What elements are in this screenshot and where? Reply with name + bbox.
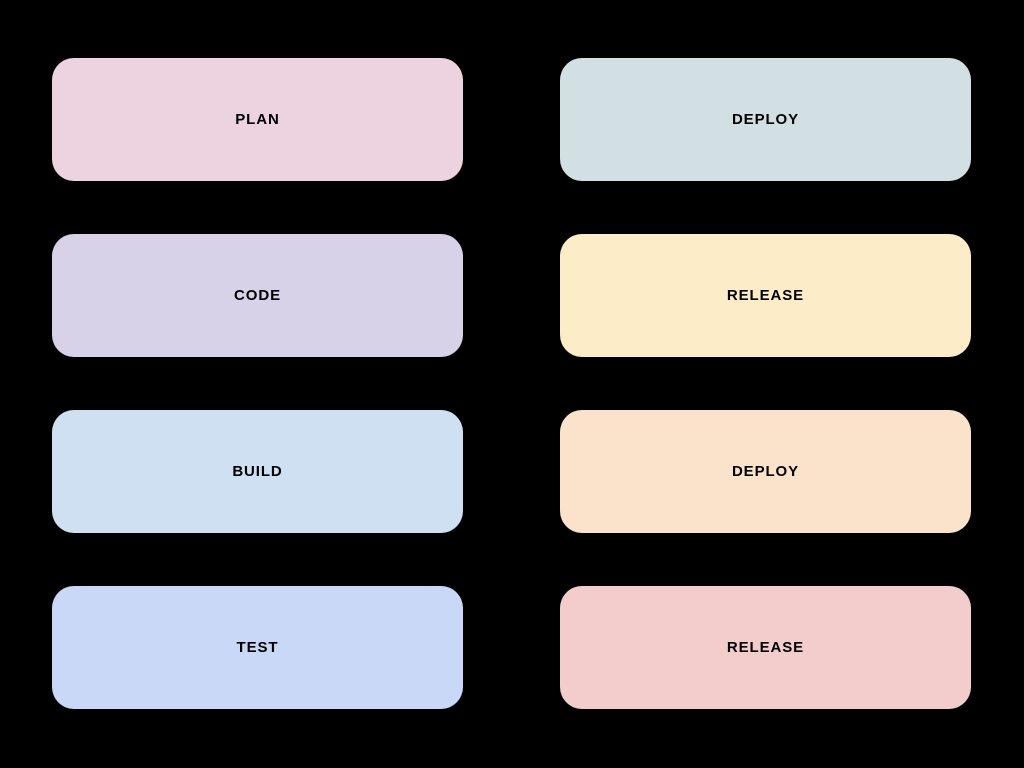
stage-card-label: DEPLOY [731, 463, 800, 480]
stage-card-deploy-bottom[interactable]: DEPLOY [560, 410, 971, 533]
stage-card-label: RELEASE [726, 639, 805, 656]
stage-card-plan[interactable]: PLAN [52, 58, 463, 181]
stage-card-build[interactable]: BUILD [52, 410, 463, 533]
stage-card-release-bottom[interactable]: RELEASE [560, 586, 971, 709]
stage-card-test[interactable]: TEST [52, 586, 463, 709]
stage-card-label: BUILD [232, 463, 283, 480]
stage-card-code[interactable]: CODE [52, 234, 463, 357]
stage-card-deploy-top[interactable]: DEPLOY [560, 58, 971, 181]
stage-card-label: PLAN [235, 111, 280, 128]
stage-card-release-top[interactable]: RELEASE [560, 234, 971, 357]
stage-card-label: RELEASE [726, 287, 805, 304]
stage-card-label: DEPLOY [731, 111, 800, 128]
stage-card-label: TEST [236, 639, 279, 656]
stage-card-label: CODE [234, 287, 281, 304]
